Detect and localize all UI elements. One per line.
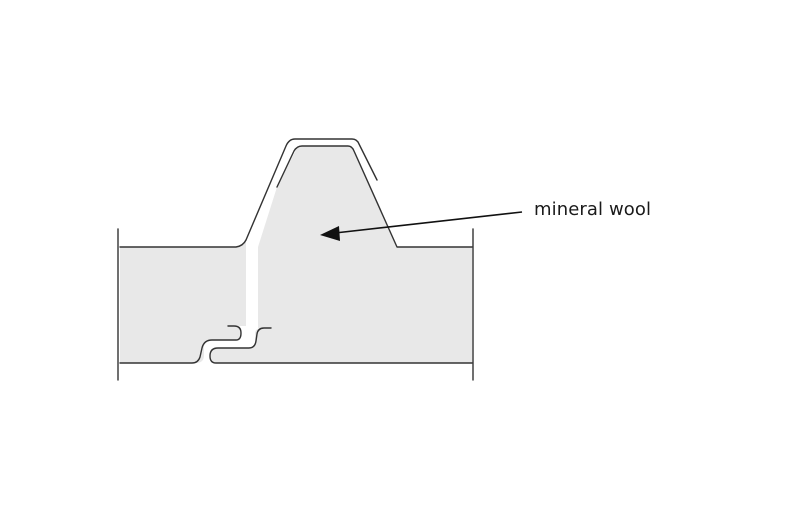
outer-top-skin [119,138,378,248]
mineral-wool-label: mineral wool [534,199,652,220]
left-bottom-joint [119,325,242,364]
pointer-arrow-line [334,211,523,234]
arrow-head-icon [320,226,340,241]
inner-top-skin [276,145,473,248]
right-bottom-joint [209,327,473,364]
right-panel-core [210,146,472,363]
left-panel-core [120,240,246,363]
